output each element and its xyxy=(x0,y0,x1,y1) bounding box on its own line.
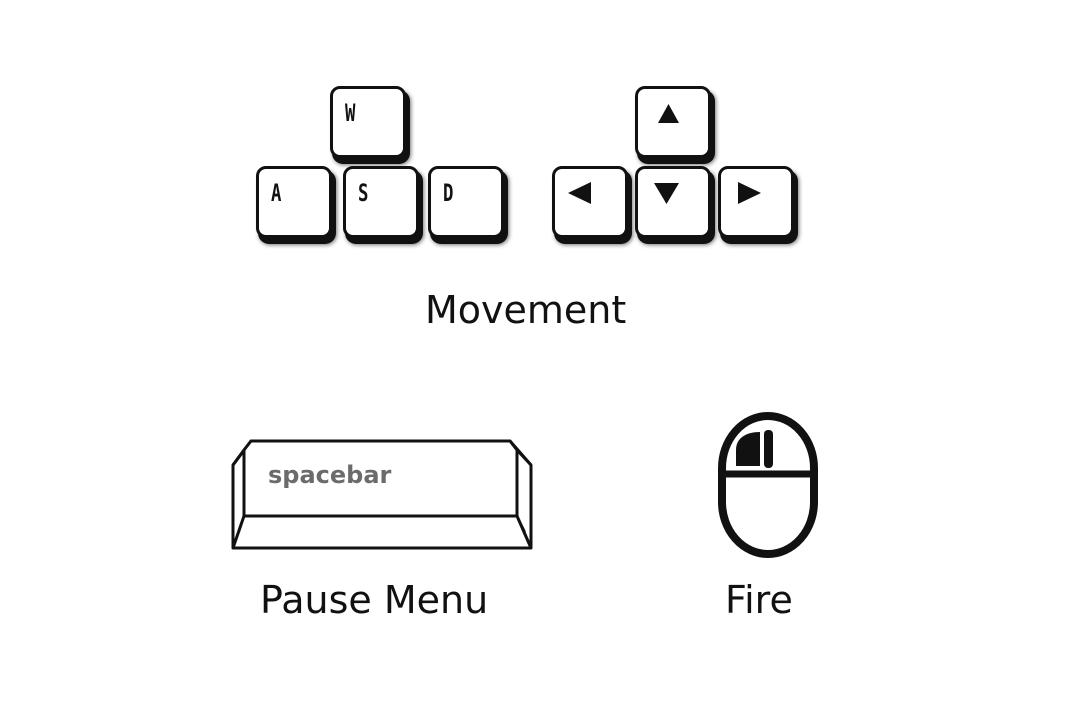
mouse-left-click-icon xyxy=(718,412,818,558)
key-d-label: D xyxy=(443,179,454,207)
pause-menu-caption: Pause Menu xyxy=(260,578,489,622)
key-a: A xyxy=(256,166,332,238)
fire-caption: Fire xyxy=(725,578,793,622)
down-arrow-icon xyxy=(654,183,679,204)
key-arrow-right xyxy=(718,166,794,238)
movement-caption: Movement xyxy=(425,288,627,332)
right-arrow-icon xyxy=(738,182,761,204)
spacebar-key-icon xyxy=(231,439,533,550)
key-s-label: S xyxy=(358,179,369,207)
key-arrow-down xyxy=(635,166,711,238)
key-d: D xyxy=(428,166,504,238)
key-w-label: W xyxy=(345,99,356,127)
key-a-label: A xyxy=(271,179,282,207)
spacebar-key-label: spacebar xyxy=(268,461,392,489)
left-arrow-icon xyxy=(568,182,591,204)
up-arrow-icon xyxy=(658,104,679,123)
key-arrow-up xyxy=(635,86,711,158)
key-w: W xyxy=(330,86,406,158)
key-s: S xyxy=(343,166,419,238)
key-arrow-left xyxy=(552,166,628,238)
